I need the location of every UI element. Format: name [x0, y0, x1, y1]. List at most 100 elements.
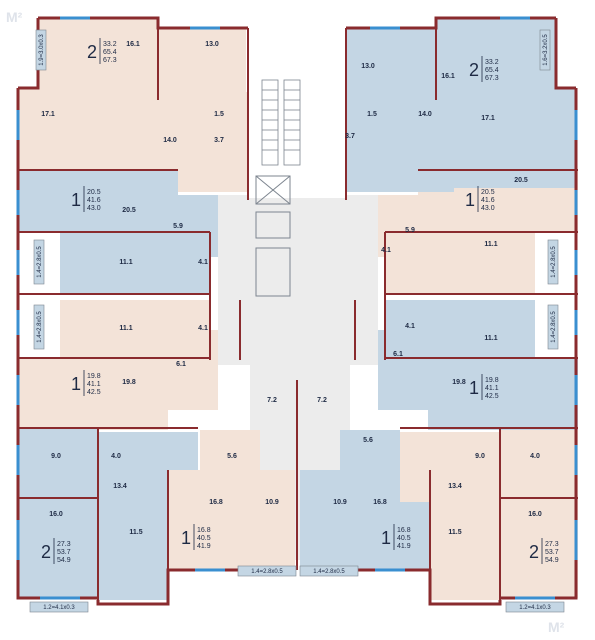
watermark-bottom: М² — [548, 619, 565, 635]
room-area-label: 20.5 — [122, 207, 136, 214]
room-area-label: 4.0 — [530, 453, 540, 460]
badge-area: 54.9 — [545, 557, 559, 564]
badge-area: 41.6 — [481, 197, 495, 204]
room-area-label: 6.1 — [393, 351, 403, 358]
badge-area: 33.2 — [103, 41, 117, 48]
badge-room-count: 1 — [71, 374, 81, 394]
room-upper-left-bedroom — [38, 18, 158, 90]
room-area-label: 16.1 — [126, 41, 140, 48]
badge-area: 41.9 — [397, 543, 411, 550]
balcony-label: 1.4=2.8x0.5 — [37, 246, 43, 278]
badge-area: 40.5 — [397, 535, 411, 542]
badge-area: 43.0 — [87, 205, 101, 212]
room-area-label: 7.2 — [267, 397, 277, 404]
room-lower-right-bedroom — [500, 498, 578, 598]
badge-area: 20.5 — [87, 189, 101, 196]
balcony — [539, 29, 551, 71]
badge-area: 19.8 — [485, 377, 499, 384]
balcony-label: 1.2=4.1x0.3 — [43, 605, 75, 611]
room-left-1-living — [18, 170, 178, 232]
apartment-badge: 1 16.840.541.9 — [381, 524, 411, 550]
badge-area: 53.7 — [545, 549, 559, 556]
room-area-label: 14.0 — [418, 111, 432, 118]
room-area-label: 3.7 — [214, 137, 224, 144]
room-area-label: 16.1 — [441, 73, 455, 80]
room-area-label: 10.9 — [265, 499, 279, 506]
room-area-label: 9.0 — [475, 453, 485, 460]
hallway — [218, 195, 378, 365]
room-area-label: 11.1 — [119, 325, 132, 332]
room-center-right-hall — [340, 430, 400, 470]
room-area-label: 17.1 — [41, 111, 55, 118]
badge-area: 20.5 — [481, 189, 495, 196]
badge-room-count: 2 — [87, 42, 97, 62]
room-area-label: 17.1 — [481, 115, 495, 122]
balcony-label: 1.4=2.8x0.5 — [251, 569, 283, 575]
room-left-1-kitchen — [60, 232, 210, 294]
badge-room-count: 1 — [181, 528, 191, 548]
badge-area: 41.1 — [87, 381, 101, 388]
badge-room-count: 1 — [469, 378, 479, 398]
balcony-label: 1.2=4.1x0.3 — [519, 605, 551, 611]
room-lower-left-living — [98, 500, 168, 600]
badge-area: 40.5 — [197, 535, 211, 542]
badge-area: 54.9 — [57, 557, 71, 564]
badge-area: 41.9 — [197, 543, 211, 550]
badge-area: 43.0 — [481, 205, 495, 212]
badge-area: 42.5 — [485, 393, 499, 400]
badge-area: 19.8 — [87, 373, 101, 380]
room-lower-left-bedroom — [18, 498, 98, 598]
room-area-label: 4.1 — [381, 247, 391, 254]
room-upper-right-kitchen — [346, 28, 436, 100]
badge-room-count: 1 — [71, 190, 81, 210]
room-area-label: 3.7 — [345, 133, 355, 140]
room-area-label: 9.0 — [51, 453, 61, 460]
badge-room-count: 1 — [381, 528, 391, 548]
room-right-2-living — [428, 358, 578, 430]
balcony-label: 1.4=2.8x0.5 — [551, 311, 557, 343]
room-lower-right-hall — [400, 432, 500, 502]
badge-area: 67.3 — [485, 75, 499, 82]
watermark-top: М² — [6, 9, 23, 25]
balcony — [547, 239, 559, 285]
balcony-label: 1.4=2.8x0.5 — [37, 311, 43, 343]
room-area-label: 16.8 — [209, 499, 223, 506]
room-area-label: 5.9 — [405, 227, 415, 234]
badge-area: 27.3 — [57, 541, 71, 548]
room-right-1-kitchen — [385, 232, 535, 294]
badge-area: 16.8 — [397, 527, 411, 534]
badge-area: 65.4 — [485, 67, 499, 74]
balcony — [237, 565, 297, 577]
balcony — [35, 29, 47, 71]
badge-room-count: 2 — [529, 542, 539, 562]
room-right-2-hall — [378, 330, 428, 410]
windows — [16, 16, 578, 600]
room-area-label: 19.8 — [452, 379, 466, 386]
badge-area: 67.3 — [103, 57, 117, 64]
room-area-label: 5.6 — [227, 453, 237, 460]
room-area-label: 4.1 — [405, 323, 415, 330]
room-area-label: 14.0 — [163, 137, 177, 144]
room-area-label: 4.1 — [198, 325, 208, 332]
room-area-label: 20.5 — [514, 177, 528, 184]
room-area-label: 11.5 — [448, 529, 461, 536]
badge-area: 33.2 — [485, 59, 499, 66]
room-center-right-kitchen — [300, 470, 360, 570]
room-area-label: 16.8 — [373, 499, 387, 506]
badge-room-count: 1 — [465, 190, 475, 210]
badge-room-count: 2 — [41, 542, 51, 562]
room-upper-left-kitchen — [158, 28, 246, 100]
room-area-label: 13.4 — [448, 483, 462, 490]
room-area-label: 1.5 — [214, 111, 224, 118]
room-area-label: 16.0 — [49, 511, 63, 518]
room-upper-right-living — [436, 88, 576, 188]
